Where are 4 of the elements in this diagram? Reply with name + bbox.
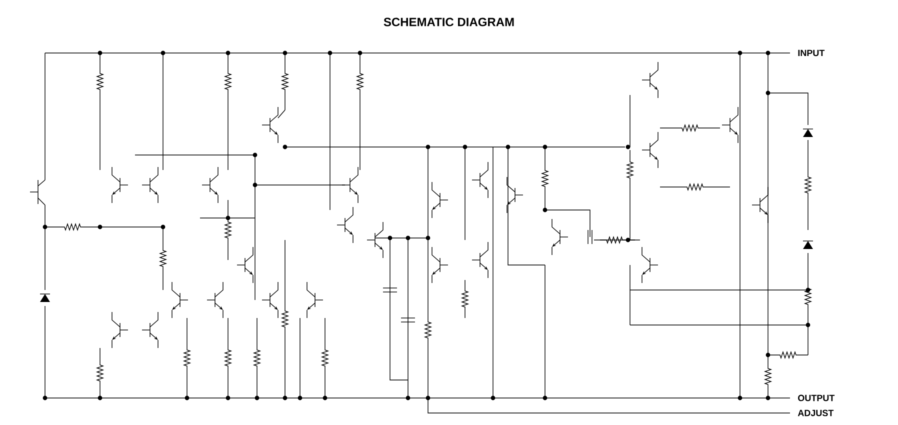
terminal-label: INPUT bbox=[798, 50, 825, 56]
terminal-label: ADJUST bbox=[798, 410, 834, 416]
terminal-label: OUTPUT bbox=[798, 394, 835, 402]
title: SCHEMATIC DIAGRAM bbox=[384, 18, 514, 26]
